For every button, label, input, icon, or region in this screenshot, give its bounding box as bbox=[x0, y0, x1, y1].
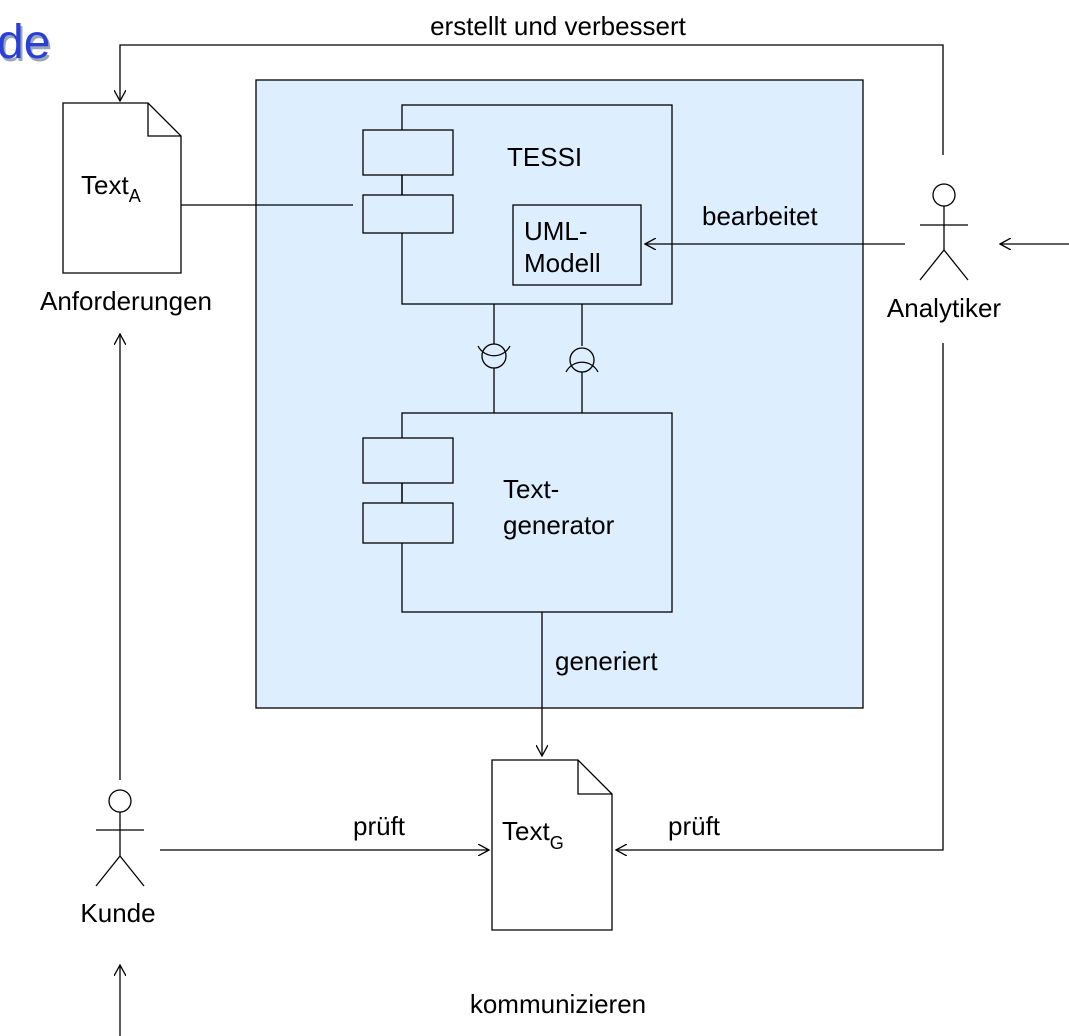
required-interface-left bbox=[477, 345, 511, 357]
edge-label-bearbeitet: bearbeitet bbox=[702, 201, 818, 231]
required-interface-right bbox=[565, 361, 599, 373]
tessi-label: TESSI bbox=[507, 142, 582, 172]
generator-port-bottom bbox=[362, 502, 454, 544]
generated-doc-base: Text bbox=[502, 816, 550, 846]
edge-label-generiert: generiert bbox=[555, 646, 658, 676]
uml-model-label-line2: Modell bbox=[524, 248, 601, 278]
requirements-doc-subscript: A bbox=[129, 186, 141, 206]
requirements-doc-base: Text bbox=[81, 170, 129, 200]
generated-doc-subscript: G bbox=[550, 833, 564, 853]
edge-erstellt-verbessert bbox=[120, 44, 944, 155]
uml-model-label-line1: UML- bbox=[524, 216, 588, 246]
requirements-doc-label: TextA bbox=[81, 170, 141, 206]
generated-document bbox=[491, 759, 613, 931]
edge-label-prueft-analyst: prüft bbox=[668, 811, 721, 841]
edge-label-erstellt-verbessert: erstellt und verbessert bbox=[430, 11, 687, 41]
generated-doc-label: TextG bbox=[502, 816, 564, 853]
edge-analyst-prueft bbox=[616, 343, 944, 850]
analyst-actor bbox=[919, 183, 969, 281]
requirements-caption: Anforderungen bbox=[40, 286, 212, 316]
tessi-port-top bbox=[362, 129, 454, 176]
tessi-port-bottom bbox=[362, 194, 454, 234]
title-fragment-shadow: de bbox=[0, 19, 52, 72]
edge-label-kommunizieren: kommunizieren bbox=[470, 989, 646, 1019]
generator-label-line1: Text- bbox=[503, 474, 559, 504]
edge-label-prueft-customer: prüft bbox=[353, 811, 406, 841]
generator-label-line2: generator bbox=[503, 510, 615, 540]
customer-label: Kunde bbox=[80, 898, 155, 928]
generator-port-top bbox=[362, 437, 454, 484]
uml-model-box bbox=[512, 204, 642, 286]
analyst-label: Analytiker bbox=[887, 293, 1001, 323]
customer-actor bbox=[95, 789, 145, 887]
title-fragment: de bbox=[0, 16, 50, 69]
